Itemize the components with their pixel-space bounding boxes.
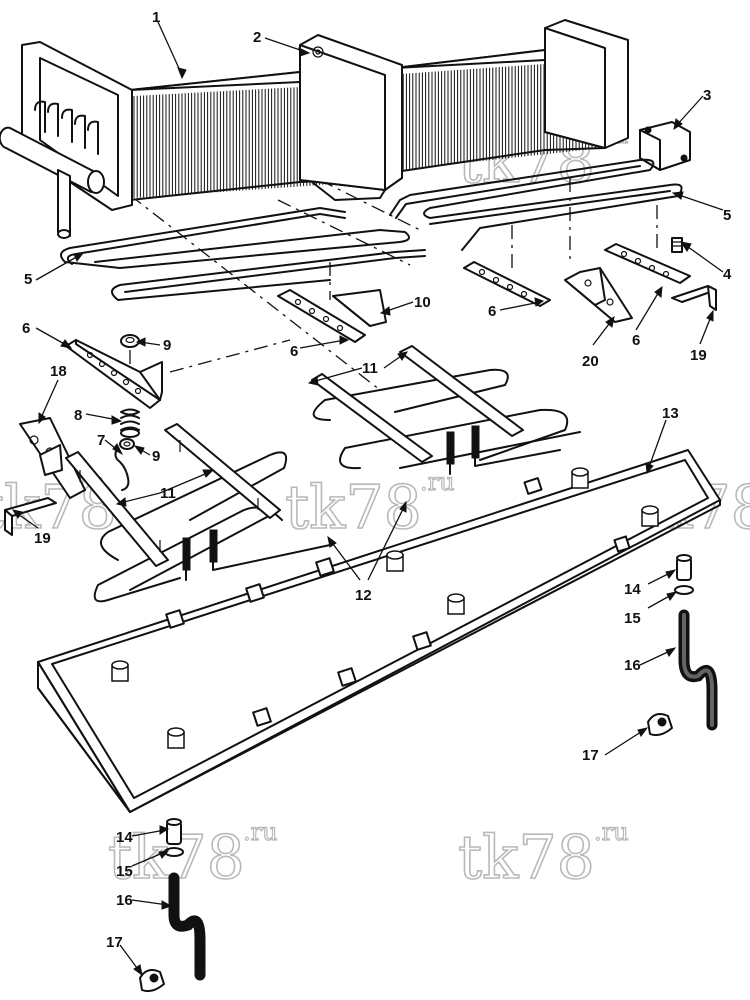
callout-3: 3 xyxy=(703,87,711,104)
callout-7: 7 xyxy=(97,432,105,449)
washer-part-9-upper xyxy=(120,334,140,348)
pan-boss xyxy=(386,550,404,572)
bracket-part-6-d xyxy=(604,243,691,284)
pan-boss xyxy=(641,505,659,527)
pin-part-7 xyxy=(114,447,130,491)
callout-11-lower: 11 xyxy=(160,485,176,502)
pan-boss xyxy=(571,467,589,489)
callout-11-upper: 11 xyxy=(362,360,378,377)
callout-17-right: 17 xyxy=(582,747,599,764)
clip-part-10 xyxy=(332,289,387,327)
drain-hose-set-left xyxy=(139,818,206,993)
drain-hose-set-right xyxy=(647,554,718,737)
pan-boss xyxy=(111,660,129,682)
callout-5-right: 5 xyxy=(723,207,731,224)
leader-lines xyxy=(11,21,724,977)
bracket-part-6-c xyxy=(463,261,551,307)
bracket-part-19-right xyxy=(671,285,717,311)
watermark-suffix: .ru xyxy=(243,818,278,846)
evaporator-coil-assembly xyxy=(0,19,629,239)
callout-5-left: 5 xyxy=(24,271,32,288)
callout-10: 10 xyxy=(414,294,431,311)
callout-17-left: 17 xyxy=(106,934,123,951)
callout-6-d: 6 xyxy=(632,332,640,349)
pan-heater-right xyxy=(311,345,581,475)
callout-6-a: 6 xyxy=(22,320,30,337)
callout-14-right: 14 xyxy=(624,581,641,598)
callout-14-left: 14 xyxy=(116,829,133,846)
support-part-20 xyxy=(564,267,633,323)
callout-20: 20 xyxy=(582,353,599,370)
bracket-part-6-b xyxy=(277,289,366,343)
callout-2: 2 xyxy=(253,29,261,46)
screw-part-4 xyxy=(671,237,683,253)
callout-labels: 1 2 3 4 5 5 6 6 6 6 7 8 9 9 10 11 11 12 … xyxy=(22,9,732,951)
watermark-text: tk78 xyxy=(458,823,595,893)
callout-13: 13 xyxy=(662,405,679,422)
callout-4: 4 xyxy=(723,266,732,283)
callout-16-right: 16 xyxy=(624,657,641,674)
callout-15-left: 15 xyxy=(116,863,133,880)
callout-18: 18 xyxy=(50,363,67,380)
heater-loop-left xyxy=(60,207,426,301)
bracket-part-18 xyxy=(19,417,86,499)
watermark-suffix: .ru xyxy=(594,818,629,846)
callout-8: 8 xyxy=(74,407,82,424)
control-block-part-3 xyxy=(639,121,691,171)
callout-19-left: 19 xyxy=(34,530,51,547)
watermark-text: tk78 xyxy=(285,473,422,543)
callout-9-lower: 9 xyxy=(152,448,160,465)
heater-loop-right xyxy=(389,158,683,251)
callout-9-upper: 9 xyxy=(163,337,171,354)
pan-bosses xyxy=(111,467,659,749)
callout-19-right: 19 xyxy=(690,347,707,364)
callout-1: 1 xyxy=(152,9,160,26)
callout-6-b: 6 xyxy=(290,343,298,360)
bracket-part-6-a xyxy=(65,339,163,409)
callout-12: 12 xyxy=(355,587,372,604)
spring-part-8 xyxy=(120,408,140,438)
callout-15-right: 15 xyxy=(624,610,641,627)
washer-part-9-lower xyxy=(119,438,135,450)
pan-boss xyxy=(167,727,185,749)
callout-16-left: 16 xyxy=(116,892,133,909)
callout-6-c: 6 xyxy=(488,303,496,320)
alignment-lines xyxy=(129,178,658,391)
drain-pan-part-13 xyxy=(37,449,721,813)
pan-boss xyxy=(447,593,465,615)
pan-heater-left xyxy=(65,423,331,603)
